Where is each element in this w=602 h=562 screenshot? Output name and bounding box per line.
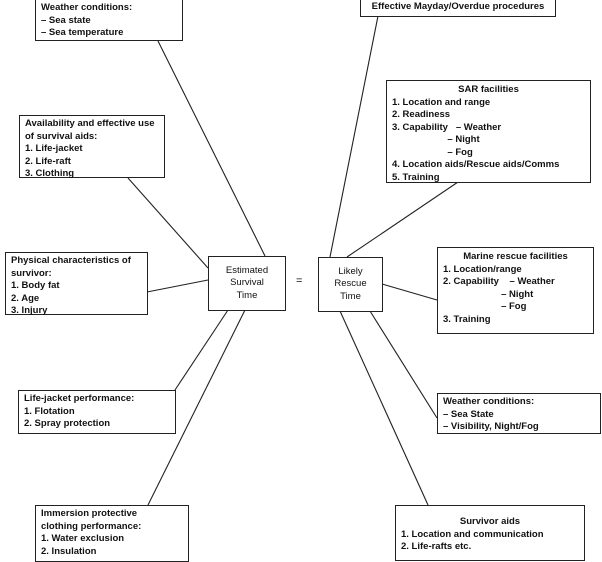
box-text: Time bbox=[340, 290, 361, 302]
box-text: Time bbox=[236, 289, 258, 301]
likely-rescue-time-box: Likely Rescue Time bbox=[318, 257, 383, 312]
link-physical-survival bbox=[146, 279, 209, 293]
box-item: 2. Readiness bbox=[392, 109, 451, 120]
box-text: Survival bbox=[230, 277, 264, 289]
link-survivoraids-rescue bbox=[339, 310, 429, 506]
box-item: 3. Clothing bbox=[25, 168, 75, 179]
sar-facilities-box: SAR facilities 1. Location and range 2. … bbox=[386, 80, 591, 183]
link-aids-survival bbox=[127, 177, 209, 269]
box-text: Rescue bbox=[334, 278, 367, 290]
box-item: 4. Location aids/Rescue aids/Comms bbox=[392, 159, 560, 170]
survival-aids-box: Availability and effective use of surviv… bbox=[19, 115, 165, 179]
box-item: 2. Life-raft bbox=[25, 155, 71, 167]
box-item: – Sea State bbox=[443, 408, 494, 420]
box-item: – Fog bbox=[443, 301, 527, 312]
box-title: Availability and effective use of surviv… bbox=[25, 118, 155, 142]
box-item: 3. Injury bbox=[11, 305, 48, 316]
box-item: 2. Capability – Weather bbox=[443, 276, 555, 287]
box-title: Effective Mayday/Overdue procedures bbox=[371, 1, 545, 12]
box-item: 1. Location and communication bbox=[401, 528, 544, 540]
link-marine-rescue bbox=[381, 283, 438, 301]
box-item: – Sea temperature bbox=[41, 27, 124, 38]
weather-conditions-box: Weather conditions: – Sea state – Sea te… bbox=[35, 0, 183, 41]
link-mayday-rescue bbox=[329, 15, 379, 258]
box-item: – Visibility, Night/Fog bbox=[443, 421, 539, 432]
box-item: 2. Life-rafts etc. bbox=[401, 541, 472, 552]
box-title: Marine rescue facilities bbox=[463, 251, 568, 262]
box-text: Likely bbox=[338, 265, 363, 277]
box-title: Physical characteristics of survivor: bbox=[11, 255, 131, 279]
mayday-procedures-box: Effective Mayday/Overdue procedures bbox=[360, 0, 556, 17]
box-item: 5. Training bbox=[392, 171, 440, 183]
physical-characteristics-box: Physical characteristics of survivor: 1.… bbox=[5, 252, 148, 316]
estimated-survival-time-box: Estimated Survival Time bbox=[208, 256, 286, 311]
box-title: Survivor aids bbox=[459, 516, 521, 527]
box-item: 1. Life-jacket bbox=[25, 143, 83, 154]
box-title: Life-jacket performance: bbox=[24, 393, 135, 404]
box-title: Weather conditions: bbox=[41, 2, 133, 13]
box-item: 1. Location/range bbox=[443, 263, 522, 275]
survivor-aids-box: Survivor aids 1. Location and communicat… bbox=[395, 505, 585, 561]
box-title: SAR facilities bbox=[458, 84, 519, 95]
link-sar-rescue bbox=[346, 181, 459, 258]
link-immersion-survival bbox=[147, 309, 246, 506]
box-item: 1. Location and range bbox=[392, 96, 491, 108]
box-item: – Sea state bbox=[41, 14, 91, 26]
equals-sign: = bbox=[296, 275, 303, 287]
box-title: Immersion protective clothing performanc… bbox=[41, 508, 142, 532]
weather-conditions-rescue-box: Weather conditions: – Sea State – Visibi… bbox=[437, 393, 601, 434]
box-item: – Fog bbox=[392, 146, 473, 158]
box-item: 2. Spray protection bbox=[24, 418, 111, 429]
box-item: 3. Training bbox=[443, 313, 491, 325]
box-item: 1. Water exclusion bbox=[41, 533, 125, 544]
box-text: Estimated bbox=[225, 264, 269, 276]
lifejacket-performance-box: Life-jacket performance: 1. Flotation 2.… bbox=[18, 390, 176, 434]
box-item: – Night bbox=[443, 288, 534, 300]
link-lifejacket-survival bbox=[174, 309, 229, 391]
marine-rescue-facilities-box: Marine rescue facilities 1. Location/ran… bbox=[437, 247, 594, 334]
link-weather-survival bbox=[157, 40, 266, 257]
box-item: 1. Body fat bbox=[11, 280, 60, 291]
immersion-clothing-box: Immersion protective clothing performanc… bbox=[35, 505, 189, 562]
box-item: 1. Flotation bbox=[24, 405, 75, 417]
box-item: 2. Insulation bbox=[41, 545, 97, 557]
box-item: – Night bbox=[392, 134, 480, 145]
box-item: 2. Age bbox=[11, 292, 40, 304]
link-weather2-rescue bbox=[369, 310, 438, 419]
box-title: Weather conditions: bbox=[443, 396, 535, 407]
box-item: 3. Capability – Weather bbox=[392, 121, 502, 133]
